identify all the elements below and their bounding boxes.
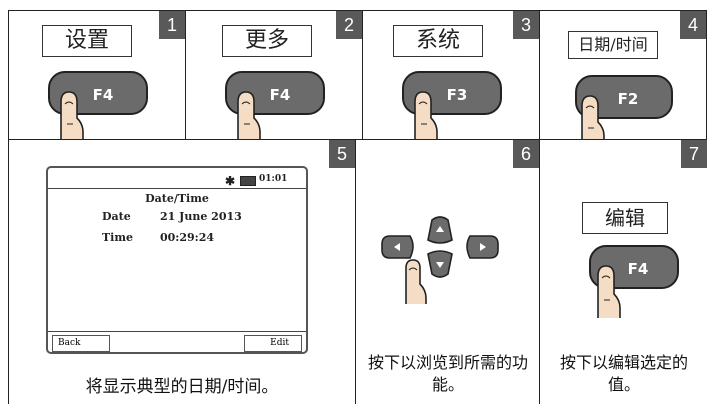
time-row-label: Time xyxy=(102,231,134,244)
step-7-panel: 7 编辑 F4 xyxy=(539,139,707,404)
bluetooth-asterisk-icon: ✱ xyxy=(225,174,236,188)
status-divider xyxy=(48,188,306,189)
step-number-badge: 5 xyxy=(329,140,355,168)
edit-softkey[interactable]: Edit xyxy=(244,335,302,352)
finger-press-icon xyxy=(405,259,427,304)
device-screen: ✱ 01:01 Date/Time Date 21 June 2013 Time… xyxy=(46,166,308,354)
softkey-divider xyxy=(48,331,306,332)
step-6-caption: 按下以浏览到所需的功能。 xyxy=(367,353,528,394)
step-3-panel: 3 系统 F3 xyxy=(362,10,540,140)
step-number-badge: 6 xyxy=(513,140,539,168)
step-number-badge: 3 xyxy=(513,11,539,39)
f4-key-button[interactable]: F4 xyxy=(220,66,330,141)
back-softkey[interactable]: Back xyxy=(52,335,110,352)
navigation-pad[interactable] xyxy=(380,212,530,312)
step-1-panel: 1 设置 F4 xyxy=(8,10,186,140)
key-label: F4 xyxy=(628,260,649,278)
edit-label-box: 编辑 xyxy=(582,202,668,234)
key-label: F4 xyxy=(93,86,114,104)
step-4-panel: 4 日期/时间 F2 xyxy=(539,10,707,140)
right-arrow-icon xyxy=(466,235,499,259)
step-number-badge: 7 xyxy=(681,140,707,168)
finger-press-icon xyxy=(414,91,438,140)
step-7-caption: 按下以编辑选定的值。 xyxy=(559,353,688,394)
f4-key-button[interactable]: F4 xyxy=(584,240,694,320)
date-row-value[interactable]: 21 June 2013 xyxy=(160,210,242,223)
step-number-badge: 1 xyxy=(159,11,185,39)
key-label: F3 xyxy=(447,86,468,104)
key-label: F4 xyxy=(270,86,291,104)
more-label-box: 更多 xyxy=(222,25,312,57)
date-time-label-box: 日期/时间 xyxy=(568,31,658,59)
finger-press-icon xyxy=(597,265,621,318)
key-label: F2 xyxy=(618,90,639,108)
date-row-label: Date xyxy=(102,210,131,223)
step-5-caption: 将显示典型的日期/时间。 xyxy=(85,377,279,397)
step-6-panel: 6 xyxy=(355,139,540,404)
settings-label-box: 设置 xyxy=(42,25,132,57)
time-row-value[interactable]: 00:29:24 xyxy=(160,231,215,244)
up-arrow-icon xyxy=(427,216,453,244)
f4-key-button[interactable]: F4 xyxy=(43,66,153,141)
step-number-badge: 2 xyxy=(336,11,362,39)
screen-title: Date/Time xyxy=(145,192,209,205)
finger-press-icon xyxy=(60,91,84,140)
f2-key-button[interactable]: F2 xyxy=(570,66,680,141)
finger-press-icon xyxy=(237,91,261,140)
left-arrow-icon xyxy=(381,235,414,259)
battery-icon xyxy=(240,176,256,186)
step-2-panel: 2 更多 F4 xyxy=(185,10,363,140)
f3-key-button[interactable]: F3 xyxy=(397,66,507,141)
down-arrow-icon xyxy=(427,250,453,278)
step-number-badge: 4 xyxy=(680,11,706,39)
system-label-box: 系统 xyxy=(393,25,483,57)
status-time: 01:01 xyxy=(259,174,288,184)
